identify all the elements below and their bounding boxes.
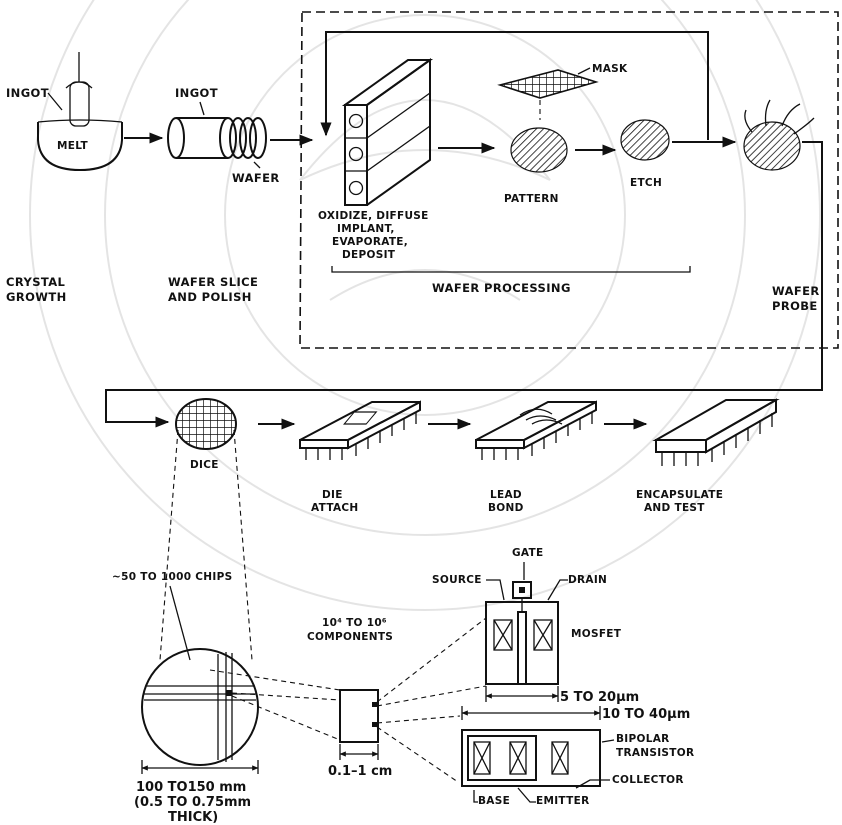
slice-ingot-label: INGOT: [175, 86, 218, 100]
emitter-label: EMITTER: [536, 795, 589, 807]
drain-label: DRAIN: [568, 574, 607, 586]
ingot-label: INGOT: [6, 86, 49, 100]
mosfet-size-label: 5 TO 20μm: [560, 690, 639, 705]
chip-size-label: 0.1–1 cm: [328, 764, 392, 779]
gate-label: GATE: [512, 547, 543, 559]
dice-label: DICE: [190, 459, 219, 471]
probe-wafer-icon: [744, 122, 800, 170]
wafer-label: WAFER: [232, 171, 280, 185]
wafer-thickness-label-2: THICK): [168, 810, 218, 825]
wafer-thickness-label-1: (0.5 TO 0.75mm: [134, 795, 251, 810]
chips-label: ~50 TO 1000 CHIPS: [112, 571, 232, 583]
wafer-slice-caption-1: WAFER SLICE: [168, 275, 258, 289]
lead-bond-label-2: BOND: [488, 502, 524, 514]
lead-bond-label-1: LEAD: [490, 489, 522, 501]
chip-detail-square: [340, 690, 378, 742]
crystal-growth-caption-1: CRYSTAL: [6, 275, 66, 289]
bipolar-label-2: TRANSISTOR: [616, 747, 694, 759]
die-attach-package-icon: [300, 402, 420, 460]
dice-stage: DICE: [176, 399, 236, 471]
encapsulated-package-icon: [656, 400, 776, 466]
watermark-seal: [30, 0, 820, 610]
die-attach-label-1: DIE: [322, 489, 343, 501]
mosfet-device: [486, 582, 558, 684]
etch-label: ETCH: [630, 177, 662, 189]
wafer-probe-caption-1: WAFER: [772, 284, 820, 298]
oxidize-label-1: OXIDIZE, DIFFUSE: [318, 210, 429, 222]
collector-label: COLLECTOR: [612, 774, 684, 786]
base-label: BASE: [478, 795, 510, 807]
pattern-label: PATTERN: [504, 193, 559, 205]
etch-wafer-icon: [621, 120, 669, 160]
oxidize-label-2: IMPLANT,: [337, 223, 395, 235]
pattern-wafer-icon: [511, 128, 567, 172]
wafer-slice-caption-2: AND POLISH: [168, 290, 252, 304]
bipolar-transistor-device: [462, 730, 600, 786]
wafer-slice-stage: INGOT WAFER WAFER SLICE AND POLISH: [168, 86, 280, 304]
encapsulate-label-1: ENCAPSULATE: [636, 489, 723, 501]
components-label-1: 10⁴ TO 10⁶: [322, 617, 387, 629]
wafer-diameter-label: 100 TO150 mm: [136, 780, 246, 795]
source-label: SOURCE: [432, 574, 482, 586]
wafer-processing-box: OXIDIZE, DIFFUSE IMPLANT, EVAPORATE, DEP…: [300, 12, 838, 348]
lead-bond-package-icon: [476, 402, 596, 460]
crystal-growth-stage: INGOT MELT CRYSTAL GROWTH: [6, 52, 122, 304]
bipolar-size-label: 10 TO 40μm: [602, 707, 690, 722]
wafer-probe-caption-2: PROBE: [772, 299, 818, 313]
die-attach-label-2: ATTACH: [311, 502, 358, 514]
oxidize-label-3: EVAPORATE,: [332, 236, 408, 248]
components-label-2: COMPONENTS: [307, 631, 393, 643]
encapsulate-label-2: AND TEST: [644, 502, 705, 514]
diced-wafer-icon: [176, 399, 236, 449]
melt-label: MELT: [57, 140, 88, 152]
furnace-stack-icon: [345, 60, 430, 205]
wafer-detail-circle: [142, 649, 258, 765]
wafer-processing-caption: WAFER PROCESSING: [432, 281, 571, 295]
wafer-probe-stage: WAFER PROBE: [744, 100, 820, 313]
mosfet-label: MOSFET: [571, 628, 622, 640]
mask-label: MASK: [592, 63, 628, 75]
bipolar-label-1: BIPOLAR: [616, 733, 670, 745]
mask-icon: [500, 70, 596, 98]
oxidize-label-4: DEPOSIT: [342, 249, 396, 261]
crystal-growth-caption-2: GROWTH: [6, 290, 67, 304]
